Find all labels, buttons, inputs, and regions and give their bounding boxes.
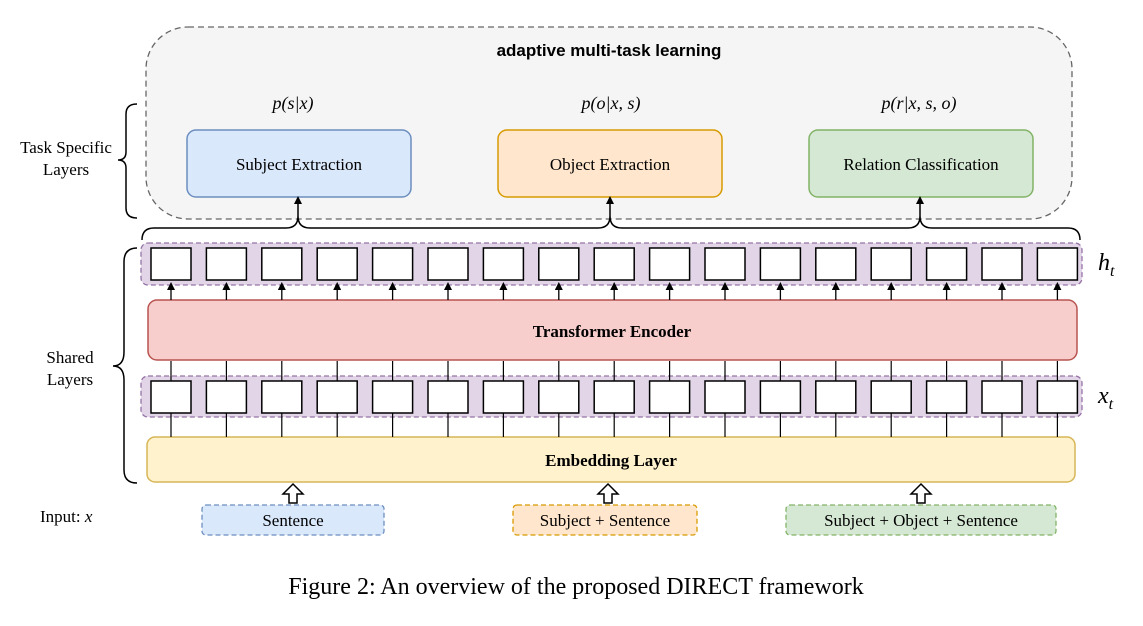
hidden-state-cell — [593, 247, 635, 281]
input-embedding-cell — [759, 380, 802, 414]
hidden-state-cell — [150, 247, 192, 281]
token-connectors — [167, 282, 1062, 437]
probability-p-s-x: p(s|x) — [271, 93, 314, 114]
input-subject-object-sentence-box: Subject + Object + Sentence — [785, 504, 1057, 536]
input-embedding-cell — [815, 380, 857, 414]
hidden-state-label: ht — [1098, 250, 1115, 280]
relation-classification-box: Relation Classification — [808, 129, 1034, 198]
transformer-encoder-label: Transformer Encoder — [533, 322, 692, 341]
input-embedding-cell — [704, 380, 746, 414]
multitask-title: adaptive multi-task learning — [497, 41, 722, 60]
input-tokens — [150, 380, 1079, 414]
input-embedding-cell — [593, 380, 635, 414]
hidden-state-cell — [925, 247, 968, 281]
task-specific-label: Task Specific — [20, 138, 112, 157]
svg-text:p(r|x, s, o): p(r|x, s, o) — [880, 93, 957, 114]
input-arrow-subject-sentence — [596, 482, 620, 504]
input-sentence-box: Sentence — [201, 504, 385, 536]
shared-layers-label-line2: Layers — [47, 370, 93, 389]
svg-text:p(s|x): p(s|x) — [271, 93, 314, 114]
input-sentence-label: Sentence — [262, 511, 323, 530]
input-embedding-cell — [1036, 380, 1079, 414]
subject-extraction-label: Subject Extraction — [236, 155, 363, 174]
task-specific-brace — [117, 103, 138, 219]
hidden-state-cell — [371, 247, 414, 281]
input-embedding-label: xt — [1097, 383, 1114, 413]
input-embedding-cell — [925, 380, 968, 414]
hidden-state-cell — [205, 247, 248, 281]
input-subject-object-sentence-label: Subject + Object + Sentence — [824, 511, 1018, 530]
hidden-tokens — [150, 247, 1079, 281]
hidden-state-cell — [815, 247, 857, 281]
hidden-state-cell — [1036, 247, 1079, 281]
input-embedding-cell — [870, 380, 912, 414]
input-subject-sentence-label: Subject + Sentence — [540, 511, 670, 530]
hidden-state-cell — [427, 247, 469, 281]
input-embedding-cell — [538, 380, 580, 414]
hidden-state-cell — [870, 247, 912, 281]
figure-caption: Figure 2: An overview of the proposed DI… — [288, 574, 863, 600]
probability-p-o-x-s: p(o|x, s) — [580, 93, 641, 114]
input-embedding-cell — [981, 380, 1023, 414]
input-arrow-sentence — [281, 482, 305, 504]
hidden-state-cell — [704, 247, 746, 281]
input-arrow-subject-object-sentence — [909, 482, 933, 504]
hidden-state-cell — [538, 247, 580, 281]
input-subject-sentence-box: Subject + Sentence — [512, 504, 698, 536]
hidden-state-cell — [648, 247, 691, 281]
object-extraction-label: Object Extraction — [550, 155, 671, 174]
embedding-layer-label: Embedding Layer — [545, 451, 677, 470]
input-embedding-cell — [482, 380, 525, 414]
task-specific-label-line2: Layers — [43, 160, 89, 179]
input-label: Input: x — [40, 507, 93, 526]
object-extraction-box: Object Extraction — [497, 129, 723, 198]
hidden-state-cell — [981, 247, 1023, 281]
subject-extraction-box: Subject Extraction — [186, 129, 412, 198]
relation-classification-label: Relation Classification — [843, 155, 999, 174]
input-embedding-cell — [205, 380, 248, 414]
shared-layers-label: Shared — [46, 348, 94, 367]
probability-p-r-x-s-o: p(r|x, s, o) — [880, 93, 957, 114]
input-embedding-cell — [316, 380, 358, 414]
input-embedding-cell — [261, 380, 303, 414]
hidden-state-cell — [482, 247, 525, 281]
input-embedding-cell — [648, 380, 691, 414]
hidden-state-cell — [261, 247, 303, 281]
input-embedding-cell — [150, 380, 192, 414]
svg-text:p(o|x, s): p(o|x, s) — [580, 93, 641, 114]
embedding-layer-box: Embedding Layer — [146, 436, 1076, 483]
shared-layers-brace — [112, 247, 138, 484]
hidden-state-cell — [316, 247, 358, 281]
transformer-encoder-box: Transformer Encoder — [147, 299, 1078, 361]
input-embedding-cell — [371, 380, 414, 414]
hidden-state-cell — [759, 247, 802, 281]
input-embedding-cell — [427, 380, 469, 414]
